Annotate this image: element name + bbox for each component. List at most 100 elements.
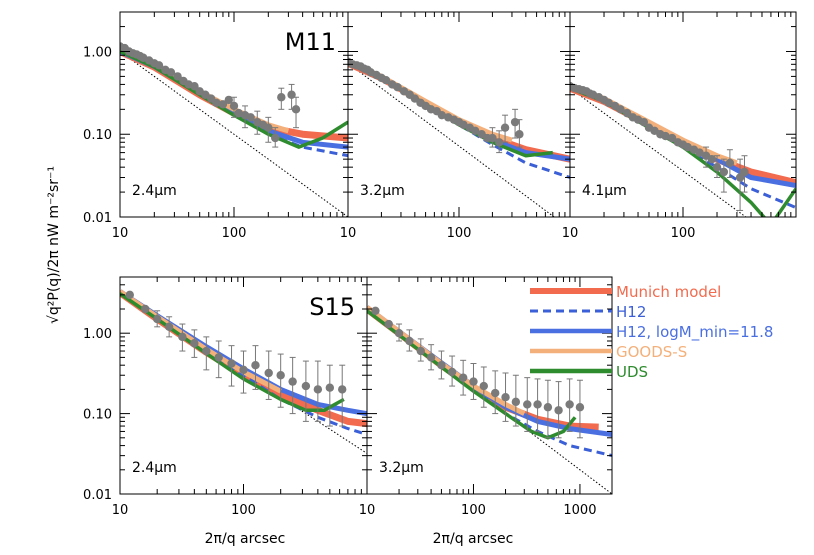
data-point	[234, 108, 243, 118]
data-point	[683, 142, 692, 152]
data-point	[565, 400, 574, 409]
panel-tag: S15	[309, 293, 355, 321]
data-point	[501, 392, 510, 402]
data-point	[214, 353, 223, 362]
data-point	[202, 346, 211, 356]
data-point	[458, 373, 468, 382]
legend-item-uds: UDS	[530, 363, 648, 381]
data-point	[500, 123, 510, 132]
plot-area	[570, 82, 796, 217]
data-point	[667, 133, 677, 143]
data-point	[338, 385, 347, 394]
reference-line	[120, 51, 348, 217]
data-point	[264, 123, 273, 132]
y-tick-label: 1.00	[83, 327, 112, 342]
data-point	[616, 105, 625, 114]
y-tick-label: 0.01	[83, 211, 112, 226]
data-point	[264, 368, 273, 378]
data-point	[639, 117, 649, 127]
x-tick-label: 10	[359, 503, 376, 518]
data-point	[491, 388, 500, 398]
data-point	[488, 133, 497, 143]
x-axis-title-right: 2π/q arcsec	[433, 531, 514, 547]
data-point	[371, 306, 380, 315]
data-point	[381, 75, 391, 85]
data-point	[661, 131, 670, 141]
series-uds	[120, 292, 345, 413]
data-point	[271, 133, 280, 143]
legend-label: H12, logM_min=11.8	[616, 323, 773, 342]
data-point	[141, 304, 150, 314]
reference-line	[570, 87, 747, 217]
x-tick-label: 10	[112, 226, 129, 241]
legend-label: H12	[616, 303, 646, 321]
x-tick-label: 100	[222, 226, 247, 241]
x-tick-label: 100	[671, 226, 696, 241]
x-tick-label: 10	[562, 226, 579, 241]
data-point	[277, 93, 286, 102]
plot-area	[367, 305, 612, 494]
reference-line	[348, 62, 556, 217]
x-tick-label: 10	[112, 503, 129, 518]
data-point	[405, 336, 414, 346]
x-tick-label: 100	[461, 503, 486, 518]
data-point	[740, 167, 749, 177]
data-point	[416, 346, 425, 356]
series-uds	[570, 86, 796, 217]
plot-area	[348, 57, 570, 217]
legend-label: GOODS-S	[616, 343, 687, 361]
legend-item-goods-s: GOODS-S	[530, 343, 687, 361]
y-tick-label: 1.00	[83, 45, 112, 60]
legend-item-h12-logm-min-11-8: H12, logM_min=11.8	[530, 323, 773, 342]
x-axis-title-left: 2π/q arcsec	[205, 531, 286, 547]
data-point	[251, 360, 260, 370]
data-point	[447, 367, 457, 377]
data-point	[725, 158, 735, 168]
data-point	[166, 68, 176, 77]
legend-item-munich-model: Munich model	[530, 283, 721, 301]
data-point	[511, 397, 521, 407]
data-point	[707, 154, 717, 164]
legend-label: Munich model	[616, 283, 721, 301]
data-point	[227, 359, 236, 368]
panel-s15-3-2-m: 10 100 1000 3.2µm	[359, 276, 613, 518]
data-point	[622, 108, 632, 118]
data-point	[533, 400, 542, 409]
data-point	[287, 90, 296, 99]
plot-area	[120, 42, 348, 217]
x-tick-label: 10	[340, 226, 357, 241]
data-point	[229, 101, 239, 111]
data-point	[469, 377, 478, 386]
data-point	[719, 167, 729, 177]
panel-tag: M11	[285, 28, 336, 56]
data-point	[471, 126, 480, 136]
data-point	[152, 314, 162, 324]
data-point	[437, 360, 446, 370]
data-point	[212, 98, 221, 107]
data-point	[695, 148, 704, 157]
wavelength-label: 3.2µm	[379, 460, 424, 476]
x-tick-label: 100	[231, 503, 256, 518]
legend-label: UDS	[616, 363, 648, 381]
wavelength-label: 3.2µm	[360, 183, 405, 199]
y-tick-label: 0.01	[83, 488, 112, 503]
data-point	[173, 72, 182, 81]
x-tick-label: 1000	[563, 503, 596, 518]
y-tick-label: 0.10	[83, 128, 112, 143]
panel-frame	[366, 276, 613, 495]
data-point	[190, 82, 199, 91]
data-point	[554, 406, 563, 415]
data-point	[190, 339, 199, 348]
data-point	[384, 319, 393, 329]
data-point	[301, 381, 311, 391]
data-point	[246, 113, 255, 122]
y-axis-title: √q²P(q)/2π nW m⁻²sr⁻¹	[46, 166, 62, 324]
data-point	[164, 322, 174, 332]
series-goods-s	[367, 305, 526, 416]
plot-area	[120, 289, 367, 454]
data-point	[224, 95, 233, 105]
legend-item-h12: H12	[530, 303, 646, 321]
